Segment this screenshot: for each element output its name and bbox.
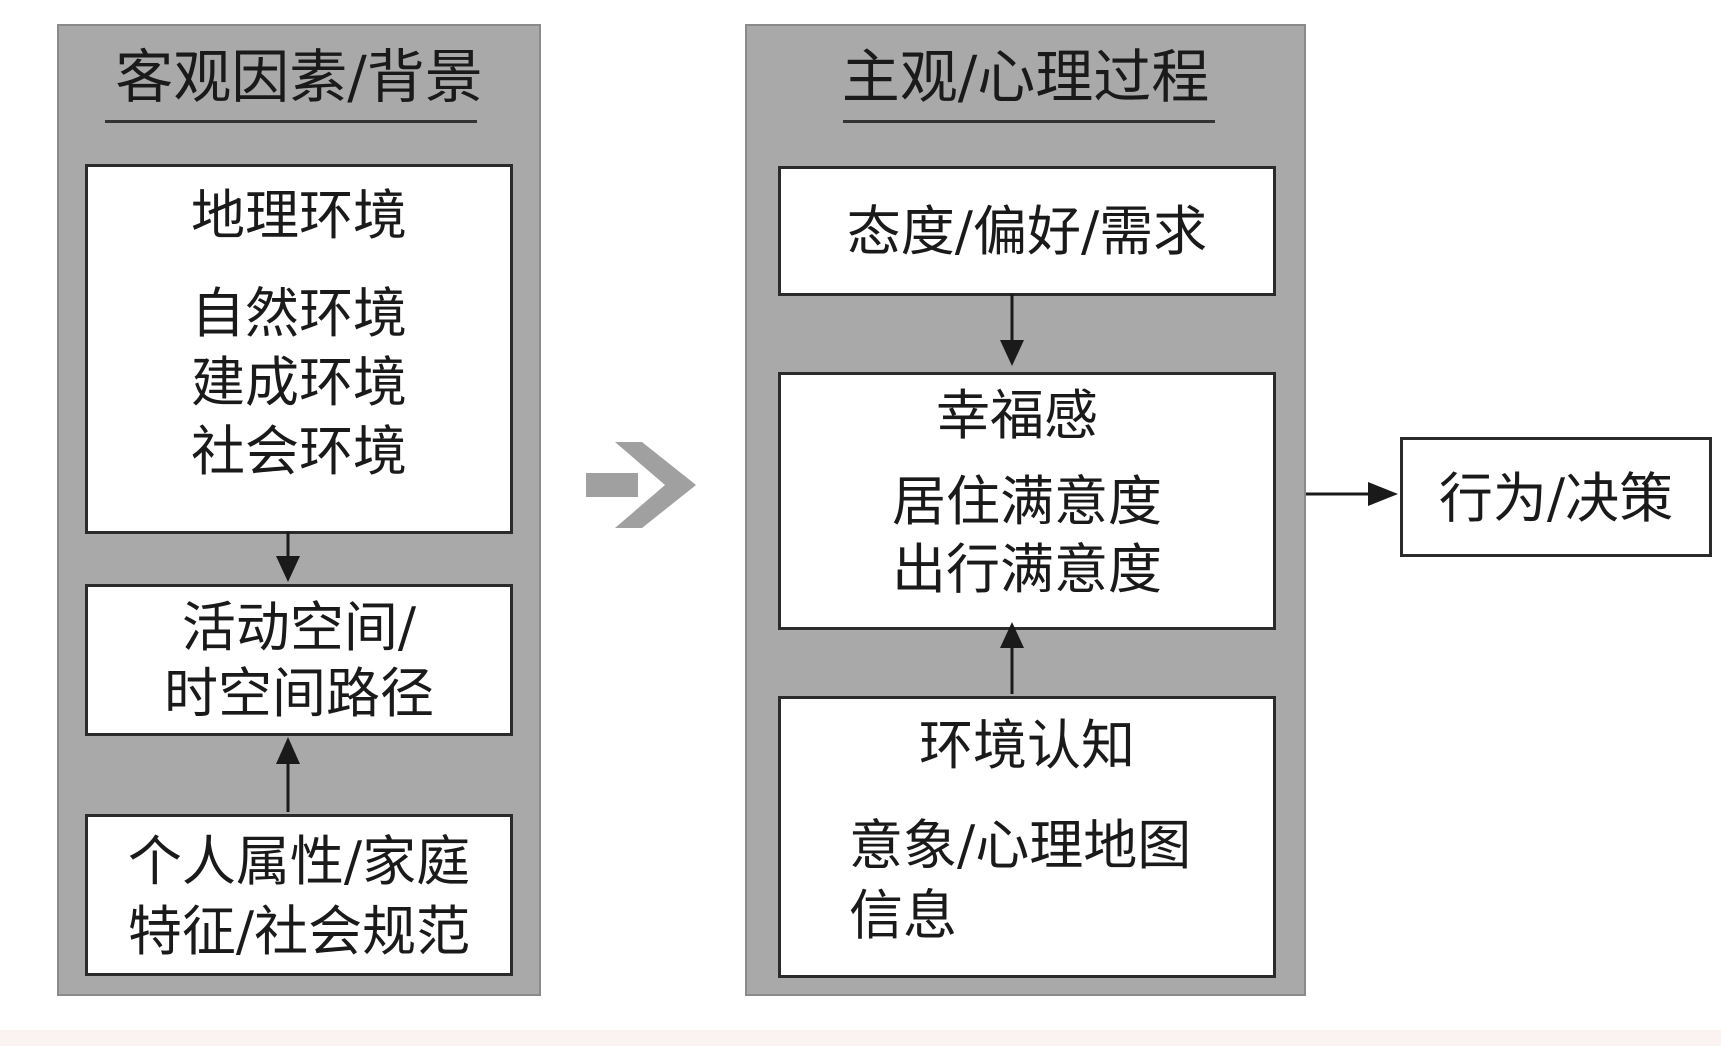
objective-factors-panel: 客观因素/背景 地理环境 自然环境 建成环境 社会环境 活动空间/ 时空间路径 … [57, 24, 541, 996]
environment-cognition-heading: 环境认知 [919, 714, 1135, 777]
activity-space-line-2: 时空间路径 [164, 662, 434, 725]
travel-satisfaction-item: 出行满意度 [892, 538, 1162, 601]
personal-attributes-line-1: 个人属性/家庭 [127, 830, 471, 893]
wellbeing-heading: 幸福感 [936, 384, 1098, 447]
mental-map-item: 意象/心理地图 [849, 814, 1192, 877]
personal-attributes-line-2: 特征/社会规范 [127, 900, 471, 963]
panel-title: 主观/心理过程 [841, 43, 1210, 111]
built-environment-item: 建成环境 [191, 351, 407, 414]
natural-environment-item: 自然环境 [191, 282, 407, 345]
behavior-decision-box: 行为/决策 [1400, 437, 1712, 557]
activity-space-box: 活动空间/ 时空间路径 [85, 584, 513, 736]
big-transition-arrow [586, 442, 696, 528]
bottom-band [0, 1030, 1721, 1046]
geo-environment-box: 地理环境 自然环境 建成环境 社会环境 [85, 164, 513, 534]
activity-space-line-1: 活动空间/ [181, 596, 417, 659]
attitude-preference-box: 态度/偏好/需求 [778, 166, 1276, 296]
geo-environment-heading: 地理环境 [191, 184, 407, 247]
subjective-process-panel: 主观/心理过程 态度/偏好/需求 幸福感 居住满意度 出行满意度 环境认知 意象… [745, 24, 1306, 996]
behavior-decision-text: 行为/决策 [1438, 467, 1674, 530]
title-underline [843, 120, 1215, 123]
wellbeing-box: 幸福感 居住满意度 出行满意度 [778, 372, 1276, 630]
title-underline [105, 120, 477, 123]
wellbeing-to-behavior-arrow [1306, 482, 1398, 506]
information-item: 信息 [849, 884, 957, 947]
residential-satisfaction-item: 居住满意度 [892, 470, 1162, 533]
environment-cognition-box: 环境认知 意象/心理地图 信息 [778, 696, 1276, 978]
social-environment-item: 社会环境 [191, 420, 407, 483]
panel-title: 客观因素/背景 [115, 43, 483, 111]
attitude-preference-text: 态度/偏好/需求 [846, 200, 1208, 263]
personal-attributes-box: 个人属性/家庭 特征/社会规范 [85, 814, 513, 976]
